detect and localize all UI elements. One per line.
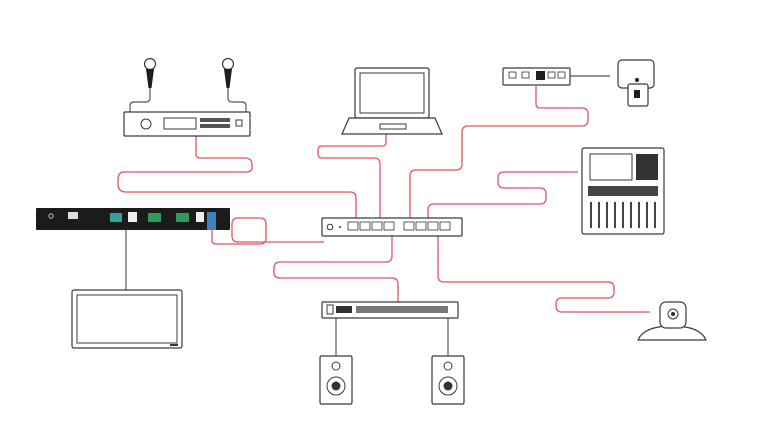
audio-mixer: [581, 147, 665, 235]
cable-mic1: [129, 88, 151, 112]
ptz-camera: [637, 301, 707, 341]
mixer-buttons: [588, 186, 658, 196]
cable-switch-to-amplifier: [273, 236, 399, 302]
amplifier: [321, 301, 459, 319]
mixer-faders: [590, 202, 656, 228]
mic-interface: [123, 111, 251, 137]
cable-extender-to-switch: [409, 86, 589, 218]
cable-laptop-to-switch: [317, 134, 387, 218]
amplifier-vents: [356, 306, 448, 313]
speaker-right: [431, 355, 465, 405]
mic-interface-vents: [200, 118, 230, 128]
cable-bridge-to-switch: [211, 217, 324, 245]
speaker-left: [319, 355, 353, 405]
room-camera-small: [617, 59, 655, 107]
cable-mic-interface-to-switch: [117, 136, 357, 218]
microphone-1: [143, 57, 157, 88]
usb-extender: [502, 67, 571, 86]
mixer-knob-strip: [636, 154, 658, 180]
switch-ports: [347, 221, 451, 231]
cable-mic2: [227, 88, 247, 112]
cable-mixer-to-switch: [427, 171, 578, 218]
bridge-unit: [36, 208, 230, 230]
laptop: [341, 67, 443, 135]
display: [71, 289, 183, 349]
microphone-2: [221, 57, 235, 88]
cable-switch-to-ptz: [437, 236, 650, 313]
network-switch: [321, 217, 463, 237]
